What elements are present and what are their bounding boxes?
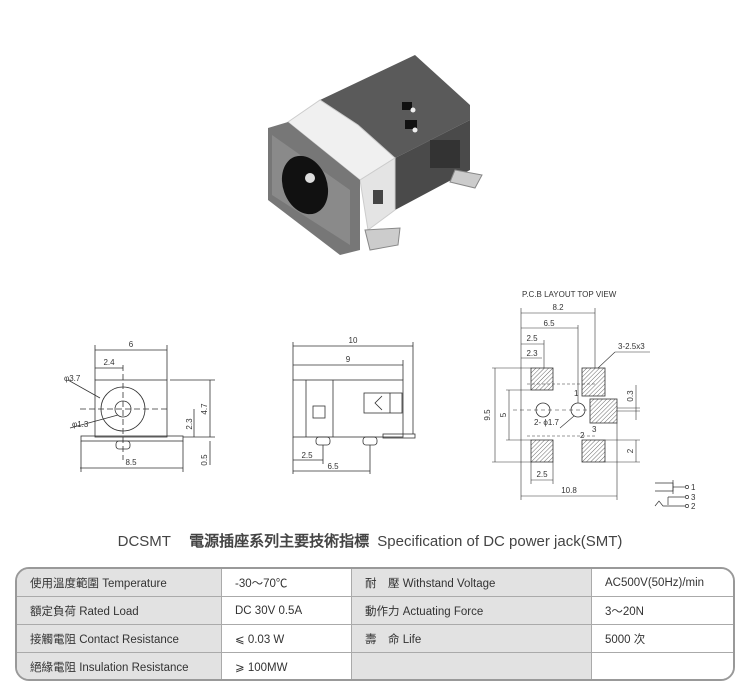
dim-label: 6 [129, 340, 134, 349]
table-row: 絕緣電阻 Insulation Resistance ⩾ 100MW [17, 653, 733, 679]
spec-value [592, 653, 733, 679]
dim-label: 2.5 [526, 334, 538, 343]
model-name: DCSMT [117, 533, 171, 550]
dim-label: 8.5 [125, 458, 137, 467]
dim-label: 0.5 [200, 454, 209, 466]
dim-label: φ3.7 [64, 374, 81, 383]
spec-label: 耐 壓 Withstand Voltage [352, 569, 592, 596]
pcb-layout-title: P.C.B LAYOUT TOP VIEW [522, 290, 617, 299]
spec-label: 絕緣電阻 Insulation Resistance [17, 653, 222, 679]
pin-label: 3 [592, 425, 597, 434]
dim-label: φ1.3 [72, 420, 89, 429]
spec-label: 壽 命 Life [352, 625, 592, 652]
schematic-symbol [654, 480, 689, 508]
spec-table: 使用溫度範圍 Temperature -30～70℃ 耐 壓 Withstand… [15, 567, 735, 681]
dim-label: 9 [346, 355, 351, 364]
dim-label: 5 [499, 412, 508, 417]
dim-label: 0.3 [626, 390, 635, 402]
title-english: Specification of DC power jack(SMT) [377, 533, 623, 550]
dim-label: 2.5 [301, 451, 313, 460]
spec-value: ⩽ 0.03 W [222, 625, 352, 652]
spec-value: AC500V(50Hz)/min [592, 569, 733, 596]
table-row: 額定負荷 Rated Load DC 30V 0.5A 動作力 Actuatin… [17, 597, 733, 625]
side-view-drawing: 10 9 2.5 6.5 [292, 336, 416, 474]
spec-label: 接觸電阻 Contact Resistance [17, 625, 222, 652]
spec-value: -30～70℃ [222, 569, 352, 596]
table-row: 使用溫度範圍 Temperature -30～70℃ 耐 壓 Withstand… [17, 569, 733, 597]
spec-title: DCSMT 電源插座系列主要技術指標 Specification of DC p… [0, 530, 740, 551]
spec-value: ⩾ 100MW [222, 653, 352, 679]
schematic-pin: 3 [691, 493, 696, 502]
dim-label: 10 [349, 336, 358, 345]
dim-label: 2 [626, 448, 635, 453]
dim-label: 6.5 [543, 319, 555, 328]
spec-label [352, 653, 592, 679]
dim-label: 3-2.5x3 [618, 342, 645, 351]
front-view-drawing: 6 2.4 φ3.7 φ1.3 4.7 2.3 0.5 8.5 [64, 340, 215, 472]
dim-label: 2.3 [185, 418, 194, 430]
spec-label: 額定負荷 Rated Load [17, 597, 222, 624]
dim-label: 8.2 [552, 303, 564, 312]
dim-label: 10.8 [561, 486, 577, 495]
schematic-pin: 2 [691, 502, 696, 511]
dim-label: 2.3 [526, 349, 538, 358]
dim-label: 9.5 [483, 409, 492, 421]
spec-label: 動作力 Actuating Force [352, 597, 592, 624]
pin-label: 1 [574, 389, 579, 398]
dim-label: 6.5 [327, 462, 339, 471]
pin-label: 2 [580, 431, 585, 440]
table-row: 接觸電阻 Contact Resistance ⩽ 0.03 W 壽 命 Lif… [17, 625, 733, 653]
dim-label: 2.5 [536, 470, 548, 479]
title-chinese: 電源插座系列主要技術指標 [189, 533, 370, 550]
pcb-layout-drawing: P.C.B LAYOUT TOP VIEW 8.2 6.5 2.5 2.3 3-… [483, 290, 696, 511]
spec-label: 使用溫度範圍 Temperature [17, 569, 222, 596]
dim-label: 2.4 [103, 358, 115, 367]
product-photo [268, 55, 483, 255]
spec-value: 5000 次 [592, 625, 733, 652]
dim-label: 4.7 [200, 403, 209, 415]
dim-label: 2- ϕ1.7 [534, 418, 559, 427]
spec-value: DC 30V 0.5A [222, 597, 352, 624]
spec-value: 3～20N [592, 597, 733, 624]
schematic-pin: 1 [691, 483, 696, 492]
